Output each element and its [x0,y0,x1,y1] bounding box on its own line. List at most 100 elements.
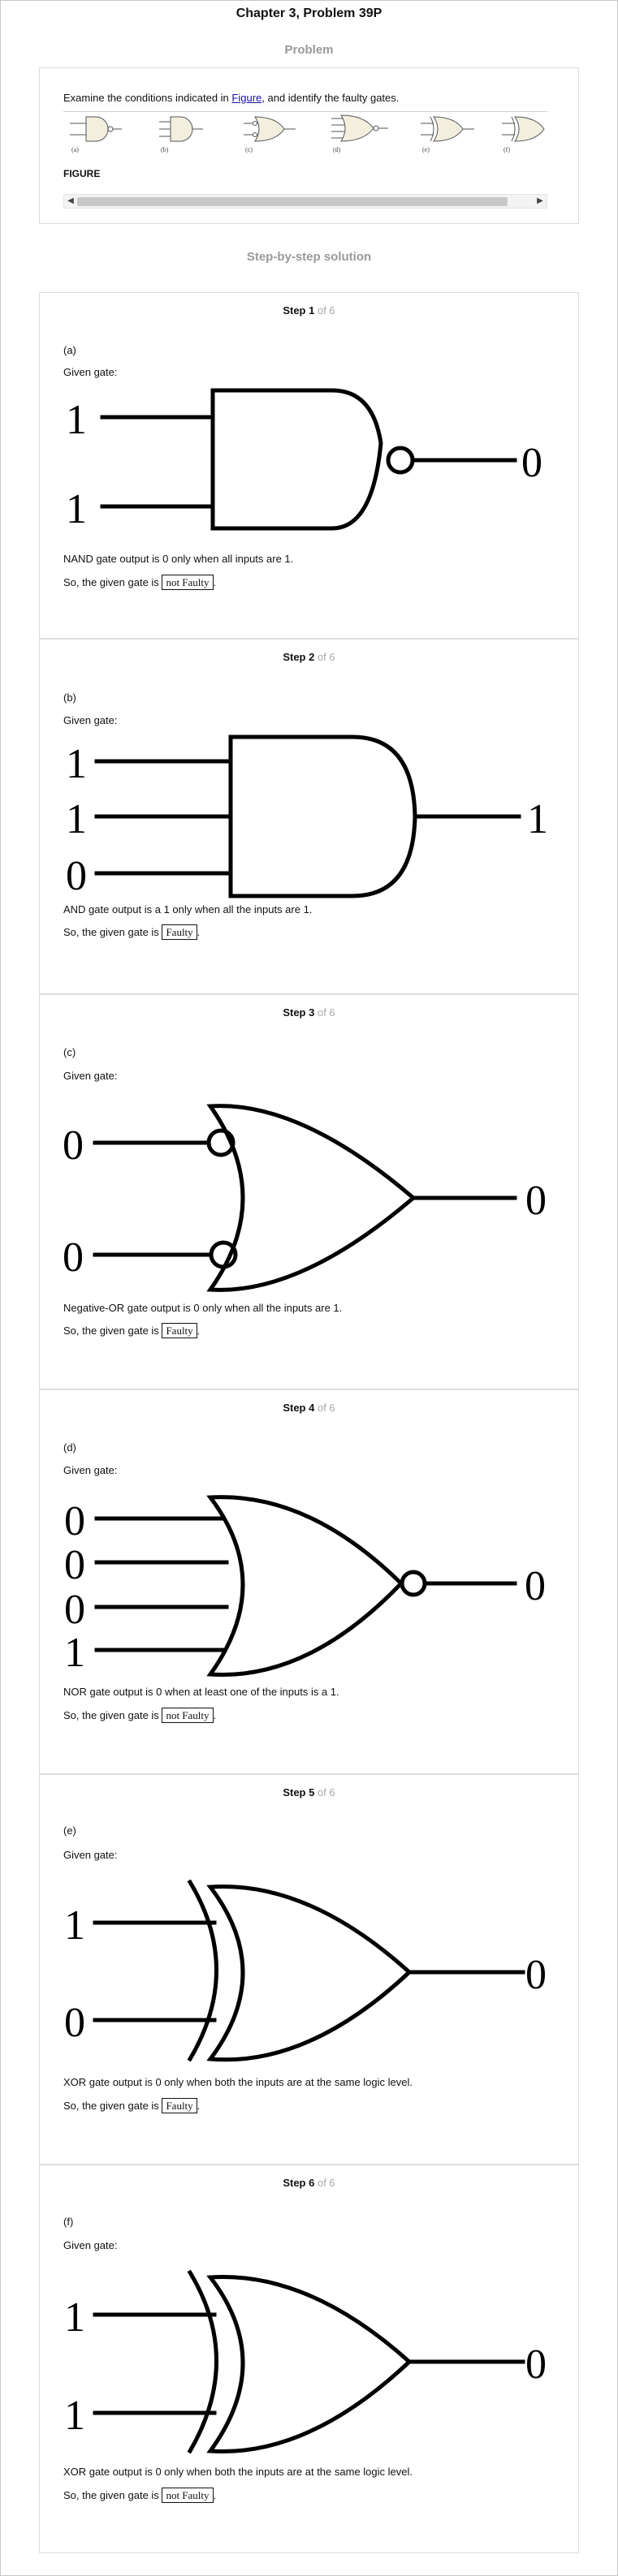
step-2-of: of 6 [317,651,335,663]
step-4-input-4: 1 [64,1630,85,1676]
step-2-part: (b) [63,691,76,704]
problem-text-before: Examine the conditions indicated in [63,92,232,104]
step-1-given: Given gate: [63,366,118,378]
step-6-period: . [213,2489,217,2501]
step-3-number: Step 3 [283,1006,315,1019]
figure-scrollbar[interactable]: ◀ ▶ [63,194,547,209]
step-4-conclusion-text: So, the given gate is [63,1709,159,1721]
step-2-explanation: AND gate output is a 1 only when all the… [63,903,313,915]
step-5-answer: Faulty [162,2098,197,2113]
figure-d-nor-icon [331,114,388,142]
step-2-number: Step 2 [283,651,315,663]
step-4-title: Step 4 of 6 [40,1402,578,1414]
problem-heading: Problem [284,43,334,57]
figure-part-a: (a) [71,146,79,153]
step-1-conclusion-text: So, the given gate is [63,576,159,588]
step-2-given: Given gate: [63,714,118,726]
step-6-output: 0 [525,2341,547,2388]
step-5-output: 0 [525,1952,547,1998]
step-3-conclusion-text: So, the given gate is [63,1325,159,1337]
step-4-input-1: 0 [64,1498,85,1544]
scroll-right-icon[interactable]: ▶ [537,196,543,205]
step-4-given: Given gate: [63,1464,118,1476]
step-3-of: of 6 [317,1006,335,1019]
step-2-card: Step 2 of 6 (b) Given gate: 1 1 0 1 AND … [39,639,579,994]
step-4-output: 0 [525,1563,546,1609]
step-2-title: Step 2 of 6 [40,651,578,663]
step-5-number: Step 5 [283,1786,315,1798]
step-2-conclusion: So, the given gate is Faulty. [63,924,200,940]
step-1-of: of 6 [317,304,335,317]
step-1-period: . [213,576,217,588]
step-5-explanation: XOR gate output is 0 only when both the … [63,2076,413,2088]
figure-c-negative-or-icon [244,116,296,142]
step-1-conclusion: So, the given gate is not Faulty. [63,575,216,590]
step-2-period: . [197,926,201,938]
step-6-card: Step 6 of 6 (f) Given gate: 1 1 0 XOR ga… [39,2165,579,2553]
step-5-title: Step 5 of 6 [40,1786,578,1798]
step-6-input-1: 1 [64,2294,85,2341]
figure-part-c: (c) [245,146,253,153]
step-6-of: of 6 [317,2177,335,2189]
step-1-input-1: 1 [66,397,87,443]
step-5-of: of 6 [317,1786,335,1798]
step-6-part: (f) [63,2216,74,2228]
step-4-answer: not Faulty [162,1708,214,1723]
step-1-card: Step 1 of 6 (a) Given gate: 1 1 0 NAND g… [39,292,579,639]
figure-link[interactable]: Figure [231,92,262,104]
step-4-conclusion: So, the given gate is not Faulty. [63,1708,216,1723]
step-1-input-2: 1 [66,486,87,532]
figure-part-f: (f) [503,146,510,153]
step-5-input-2: 0 [64,2000,85,2046]
step-4-number: Step 4 [283,1402,315,1414]
step-2-input-1: 1 [66,741,87,787]
figure-f-xor-icon [502,116,545,142]
figure-a-nand-icon [70,116,122,142]
step-3-conclusion: So, the given gate is Faulty. [63,1323,200,1338]
step-3-part: (c) [63,1046,76,1058]
step-1-number: Step 1 [283,304,315,317]
step-6-number: Step 6 [283,2177,315,2189]
step-4-card: Step 4 of 6 (d) Given gate: 0 0 0 1 0 NO… [39,1389,579,1774]
step-2-input-3: 0 [66,853,87,899]
nand-gate-diagram: 1 1 0 [66,388,542,532]
problem-box: Examine the conditions indicated in Figu… [39,67,579,224]
step-4-of: of 6 [317,1402,335,1414]
step-6-conclusion-text: So, the given gate is [63,2489,159,2501]
step-4-part: (d) [63,1441,76,1454]
figure-thumbnails: (a) (b) (c) (d) (e) (f) [70,114,545,153]
and-gate-diagram: 1 1 0 1 [66,734,548,899]
step-6-given: Given gate: [63,2239,118,2251]
solution-heading: Step-by-step solution [246,250,372,264]
step-6-answer: not Faulty [162,2488,214,2503]
step-3-explanation: Negative-OR gate output is 0 only when a… [63,1302,343,1314]
step-3-answer: Faulty [162,1323,197,1338]
xor-gate-diagram-f: 1 1 0 [64,2269,547,2454]
scroll-left-icon[interactable]: ◀ [67,196,74,205]
problem-text-after: , and identify the faulty gates. [261,92,400,104]
scroll-thumb[interactable] [77,197,508,206]
figure-b-and-icon [159,116,203,142]
step-5-input-1: 1 [64,1902,85,1949]
step-4-input-3: 0 [64,1587,85,1633]
step-3-card: Step 3 of 6 (c) Given gate: 0 0 0 Negati… [39,994,579,1389]
nor-gate-diagram: 0 0 0 1 0 [64,1495,546,1677]
figure-strip: (a) (b) (c) (d) (e) (f) [63,111,547,153]
step-2-conclusion-text: So, the given gate is [63,926,159,938]
step-6-input-2: 1 [64,2393,85,2439]
figure-part-e: (e) [422,146,430,153]
step-6-explanation: XOR gate output is 0 only when both the … [63,2466,413,2478]
negative-or-gate-diagram: 0 0 0 [63,1104,547,1292]
step-5-part: (e) [63,1824,76,1837]
step-5-card: Step 5 of 6 (e) Given gate: 1 0 0 XOR ga… [39,1774,579,2165]
step-5-conclusion: So, the given gate is Faulty. [63,2098,200,2113]
step-3-input-1: 0 [63,1122,84,1169]
step-4-input-2: 0 [64,1542,85,1588]
step-4-explanation: NOR gate output is 0 when at least one o… [63,1686,339,1698]
step-2-input-2: 1 [66,796,87,842]
step-6-conclusion: So, the given gate is not Faulty. [63,2488,216,2503]
page-title: Chapter 3, Problem 39P [236,6,382,20]
figure-e-xor-icon [421,116,474,142]
step-5-given: Given gate: [63,1849,118,1861]
step-3-output: 0 [525,1178,547,1224]
